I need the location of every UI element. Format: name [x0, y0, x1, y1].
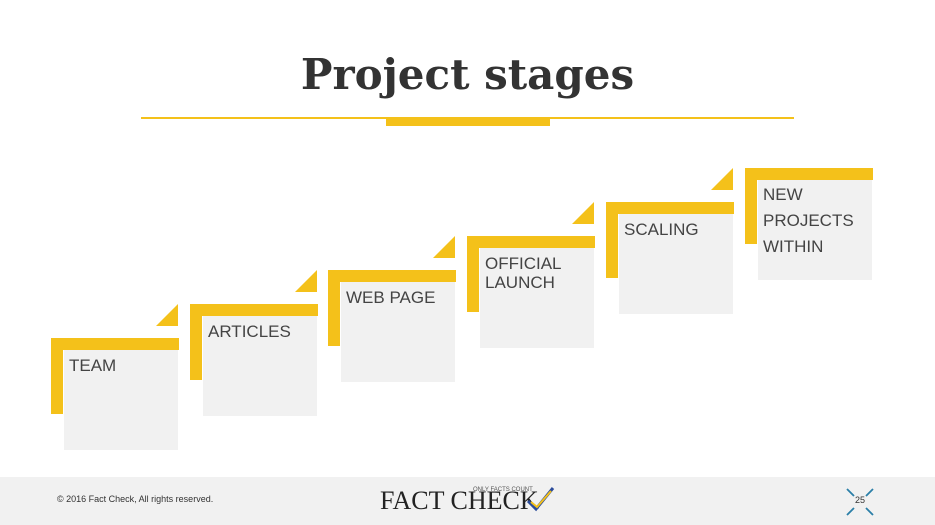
stage-top-bar	[51, 338, 179, 350]
stage-box	[203, 316, 317, 416]
page-number: 25	[854, 495, 865, 505]
title-underline-accent	[386, 119, 550, 126]
stage-corner-triangle	[433, 236, 455, 258]
check-mark-icon	[526, 487, 555, 512]
stage-box	[619, 214, 733, 314]
stage-top-bar	[467, 236, 595, 248]
stage-corner-triangle	[156, 304, 178, 326]
stage-left-bar	[606, 202, 618, 278]
slide-title: Project stages	[300, 50, 635, 99]
stage-box	[480, 248, 594, 348]
logo-tagline: ONLY FACTS COUNT	[473, 487, 533, 493]
stage-left-bar	[328, 270, 340, 346]
page-number-badge: 25	[845, 487, 875, 517]
stage-top-bar	[328, 270, 456, 282]
stage-top-bar	[745, 168, 873, 180]
fact-check-logo: FACT CHECK ONLY FACTS COUNT	[380, 484, 560, 518]
stage-web-page: WEB PAGE	[328, 236, 456, 382]
stage-left-bar	[745, 168, 757, 244]
stage-scaling: SCALING	[606, 168, 734, 314]
stage-new-projects-within: NEW PROJECTS WITHIN	[745, 168, 873, 280]
stage-left-bar	[51, 338, 63, 414]
stage-corner-triangle	[711, 168, 733, 190]
stage-left-bar	[190, 304, 202, 380]
copyright-text: © 2016 Fact Check, All rights reserved.	[57, 494, 214, 504]
stage-left-bar	[467, 236, 479, 312]
stage-corner-triangle	[572, 202, 594, 224]
stage-box	[758, 180, 872, 280]
stage-articles: ARTICLES	[190, 270, 318, 416]
stage-corner-triangle	[295, 270, 317, 292]
stage-label: OFFICIAL LAUNCH	[485, 254, 561, 292]
title-underline	[141, 117, 794, 119]
stage-box	[64, 350, 178, 450]
stage-top-bar	[606, 202, 734, 214]
stage-box	[341, 282, 455, 382]
stage-label: TEAM	[69, 356, 117, 375]
logo-wordmark: FACT CHECK	[380, 486, 539, 515]
stage-top-bar	[190, 304, 318, 316]
corner-marks-icon	[846, 488, 874, 516]
stage-official-launch: OFFICIAL LAUNCH	[467, 202, 595, 348]
stage-label: WEB PAGE	[346, 288, 436, 307]
stage-label: ARTICLES	[208, 322, 291, 341]
stage-label: SCALING	[624, 220, 699, 239]
stage-team: TEAM	[51, 304, 179, 450]
stage-label: NEW PROJECTS WITHIN	[763, 185, 854, 256]
footer-bar	[0, 477, 935, 525]
